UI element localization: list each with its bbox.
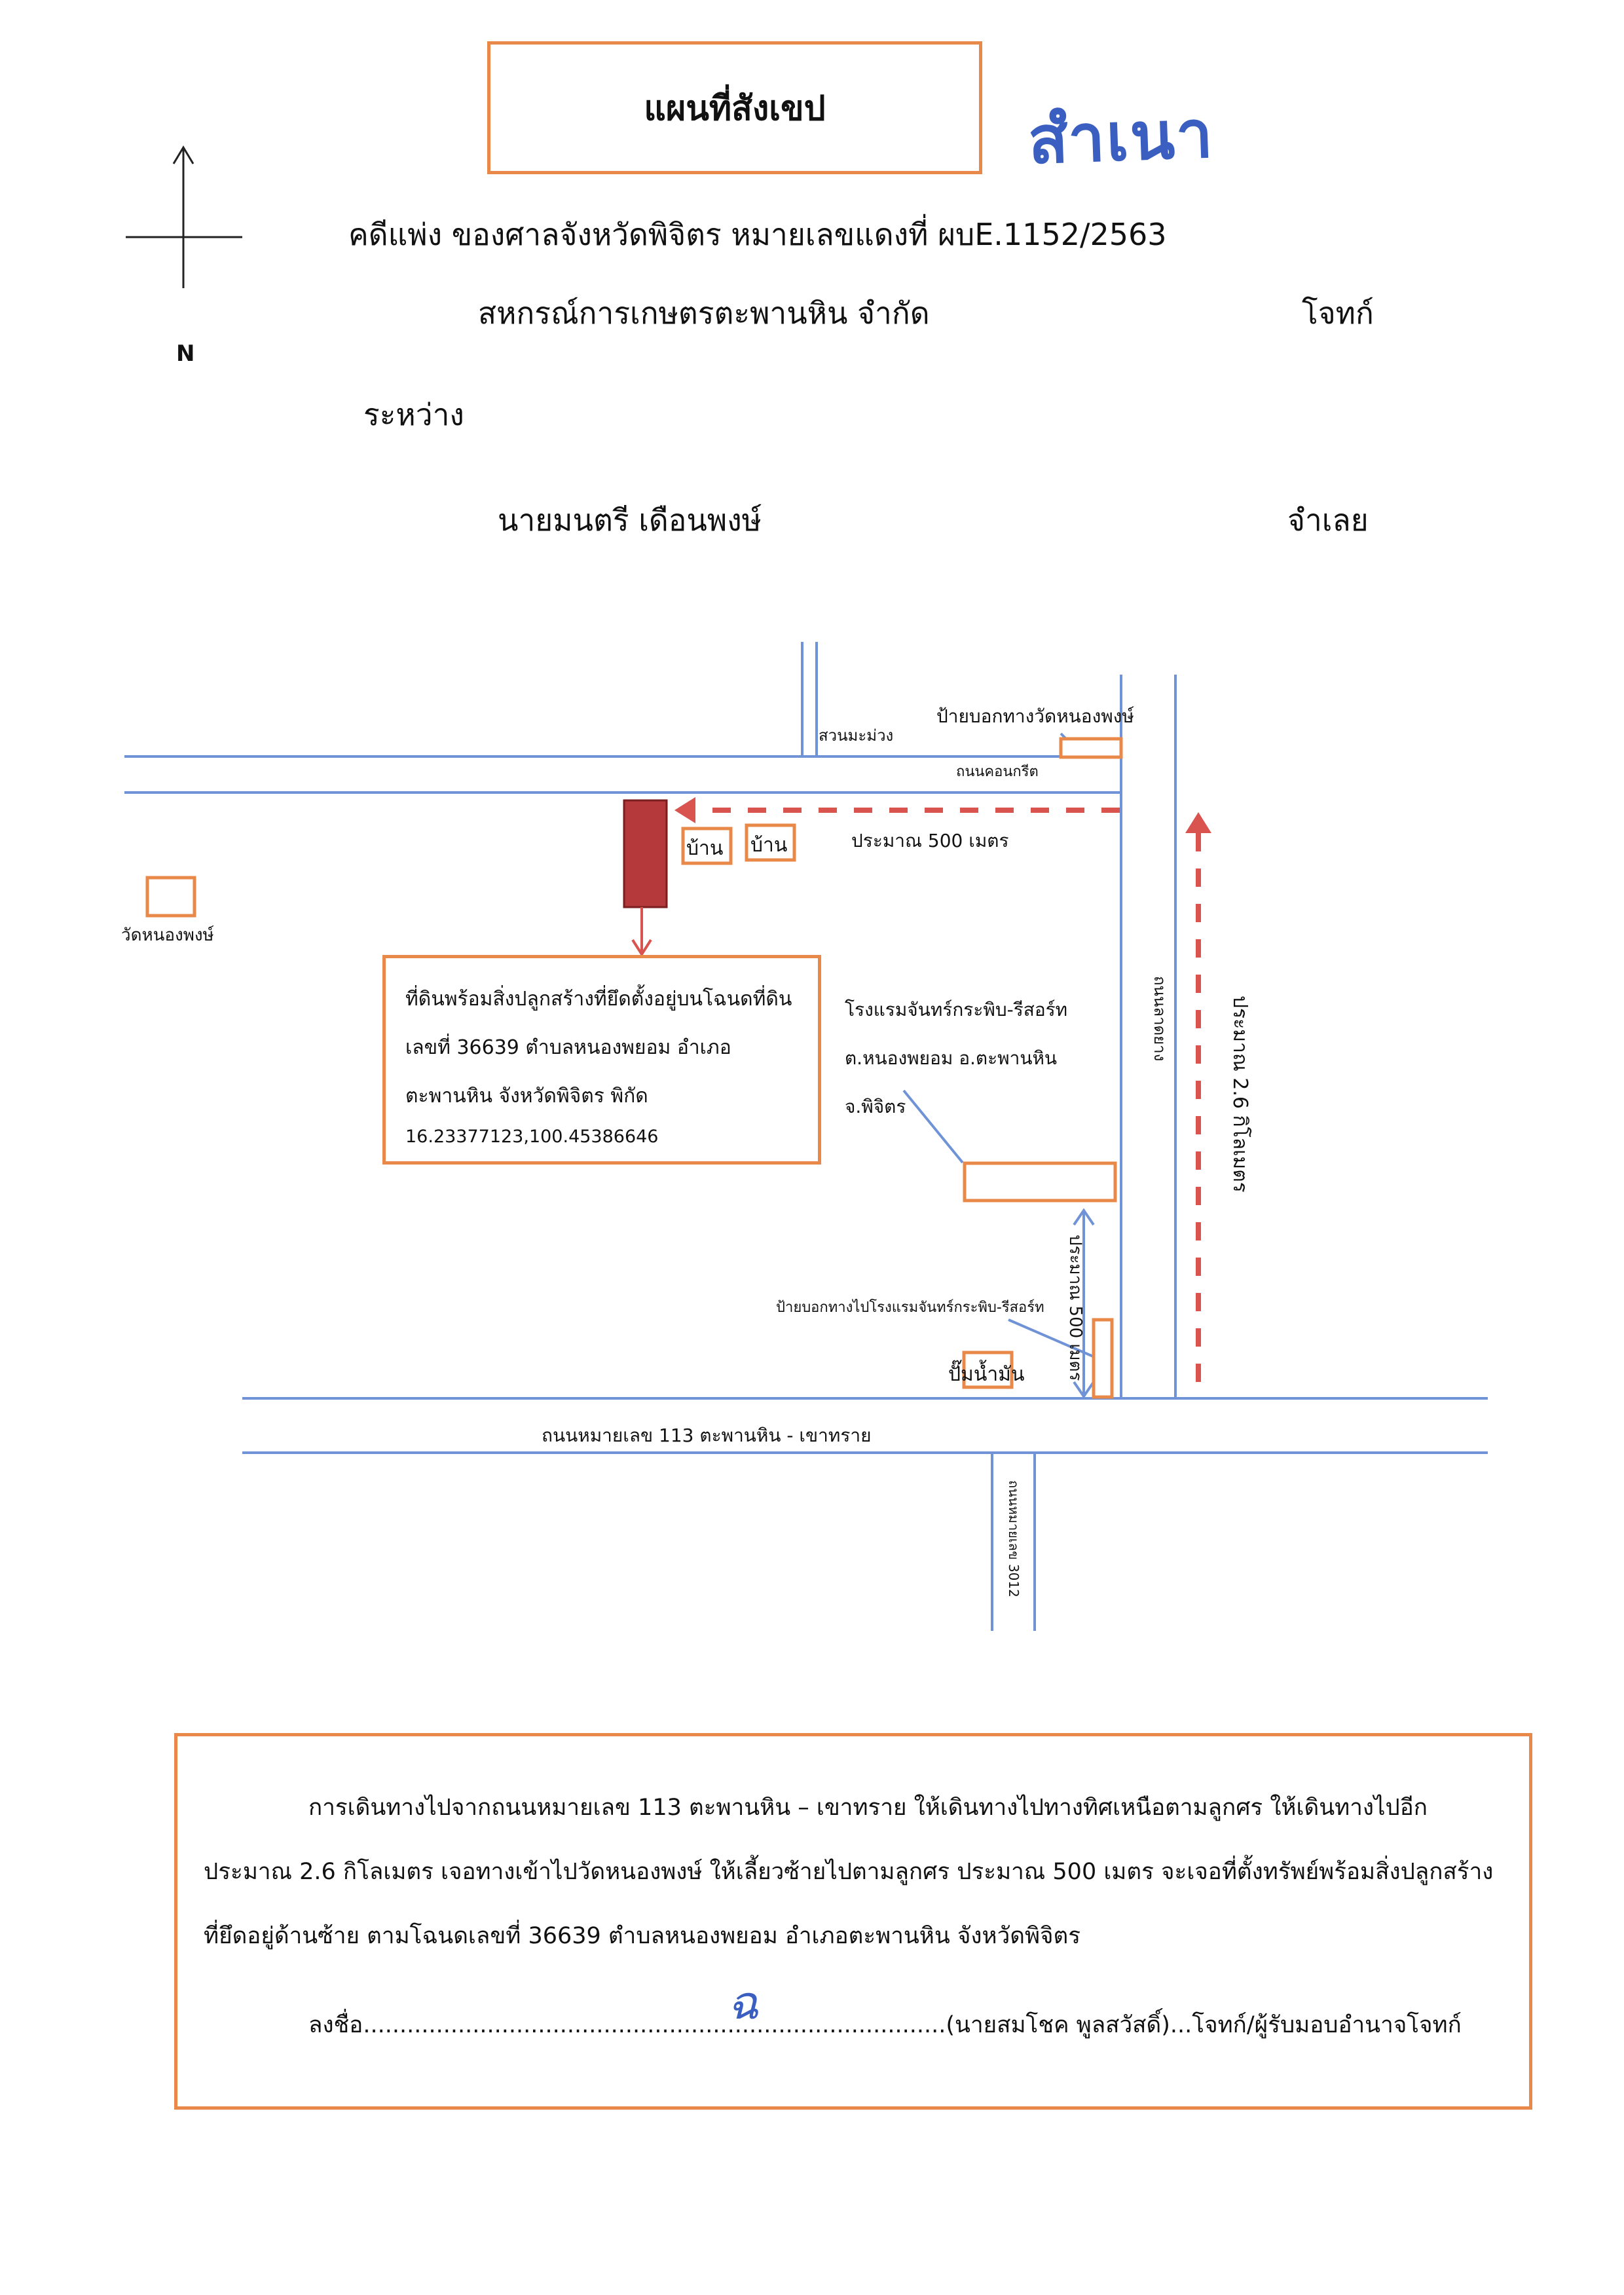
property-line1: ที่ดินพร้อมสิ่งปลูกสร้างที่ยึดตั้งอยู่บน… (405, 988, 792, 1011)
gas-station-label: ปั๊มน้ำมัน (948, 1363, 1025, 1386)
highway-3012-label: ถนนหมายเลข 3012 (1006, 1480, 1022, 1597)
sign-hotel-box (1092, 1318, 1114, 1399)
sign-hotel-label: ป้ายบอกทางไปโรงแรมจันทร์กระพิบ-รีสอร์ท (776, 1299, 1044, 1316)
side-distance-arrow-head-down (1073, 1381, 1095, 1399)
distance-26-label: ประมาณ 2.6 กิโลเมตร (1228, 996, 1251, 1193)
property-info-box: ที่ดินพร้อมสิ่งปลูกสร้างที่ยึดตั้งอยู่บน… (382, 955, 821, 1165)
plaintiff-name: สหกรณ์การเกษตรตะพานหิน จำกัด (478, 295, 930, 331)
side-distance-arrow-head-up (1073, 1208, 1095, 1226)
sign-wat-box (1059, 737, 1123, 759)
directions-text: การเดินทางไปจากถนนหมายเลข 113 ตะพานหิน –… (204, 1795, 1494, 1949)
house1-box (681, 827, 733, 865)
north-label: N (176, 341, 195, 367)
property-line2: เลขที่ 36639 ตำบลหนองพยอม อำเภอ (405, 1036, 731, 1059)
directions-box: การเดินทางไปจากถนนหมายเลข 113 ตะพานหิน –… (174, 1733, 1532, 2110)
wat-box (145, 876, 196, 918)
property-pointer-head (631, 939, 652, 957)
hotel-line3: จ.พิจิตร (845, 1096, 906, 1117)
wat-label: วัดหนองพงษ์ (121, 925, 214, 945)
map-title: แผนที่สังเขป (487, 41, 982, 174)
signature-line: ลงชื่อ..................................… (204, 1976, 1503, 2057)
case-number: คดีแพ่ง ของศาลจังหวัดพิจิตร หมายเลขแดงที… (348, 217, 1167, 252)
defendant-role: จำเลย (1287, 502, 1369, 538)
distance-500-side: ประมาณ 500 เมตร (1065, 1235, 1085, 1381)
concrete-road-label: ถนนคอนกรีต (956, 764, 1039, 780)
gas-station-box (962, 1351, 1014, 1389)
property-block (623, 799, 668, 908)
defendant-name: นายมนตรี เดือนพงษ์ (498, 502, 762, 538)
hotel-box (963, 1161, 1117, 1203)
house2-label: บ้าน (750, 834, 788, 857)
handwritten-signature: ฉ (728, 1976, 759, 2030)
distance-500-top: ประมาณ 500 เมตร (851, 830, 1009, 851)
property-line3: ตะพานหิน จังหวัดพิจิตร พิกัด (405, 1085, 648, 1108)
route-west-arrowhead (674, 797, 695, 823)
mango-garden-label: สวนมะม่วง (819, 726, 894, 745)
property-coords: 16.23377123,100.45386646 (405, 1127, 659, 1147)
hotel-pointer (902, 1089, 964, 1164)
sign-hotel-pointer (1008, 1318, 1107, 1364)
sign-wat-label: ป้ายบอกทางวัดหนองพงษ์ (936, 705, 1134, 727)
sign-prefix: ลงชื่อ (308, 2012, 363, 2038)
paved-road-label: ถนนลาดยาง (1151, 976, 1169, 1062)
house2-box (745, 823, 796, 862)
sign-suffix: (นายสมโชค พูลสวัสดิ์)...โจทก์/ผู้รับมอบอ… (946, 2012, 1462, 2038)
highway-113-label: ถนนหมายเลข 113 ตะพานหิน - เขาทราย (542, 1425, 872, 1446)
house1-label: บ้าน (686, 837, 724, 860)
hotel-line1: โรงแรมจันทร์กระพิบ-รีสอร์ท (845, 999, 1068, 1020)
north-arrow-icon (126, 145, 242, 288)
route-north-arrowhead (1185, 812, 1211, 833)
plaintiff-role: โจทก์ (1302, 295, 1374, 331)
between-label: ระหว่าง (363, 397, 464, 432)
hotel-line2: ต.หนองพยอม อ.ตะพานหิน (845, 1047, 1058, 1069)
sign-dots: ........................................… (363, 2012, 946, 2038)
